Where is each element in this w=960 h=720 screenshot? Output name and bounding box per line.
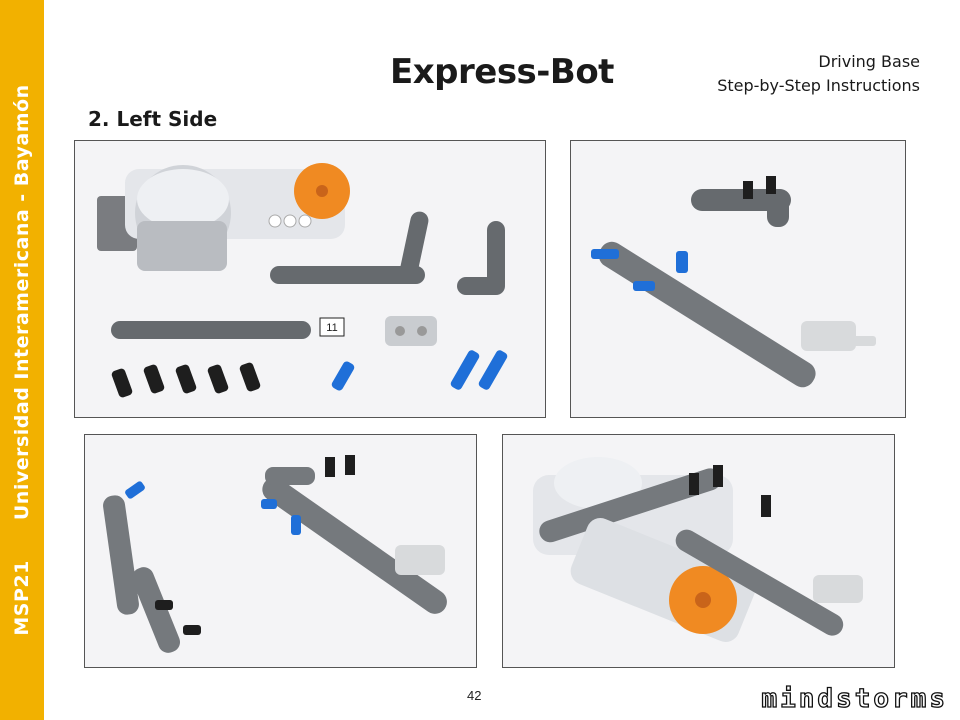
subtitle-line-1: Driving Base [818, 52, 920, 71]
black-pins-image [111, 362, 261, 398]
step-photo-parts: 11 [74, 140, 546, 418]
page-title: Express-Bot [390, 52, 614, 92]
assembly-2-illustration [103, 455, 447, 653]
mindstorms-logo: mindstorms [761, 683, 948, 714]
l-beam-image [457, 221, 505, 295]
page-subtitle: Driving Base Step-by-Step Instructions [717, 50, 920, 98]
parts-illustration: 11 [97, 163, 508, 398]
section-heading: 2. Left Side [88, 107, 218, 131]
connector-image [385, 316, 437, 346]
assembly-1-illustration [591, 176, 876, 388]
subtitle-line-2: Step-by-Step Instructions [717, 76, 920, 95]
parts-count-box [319, 317, 345, 337]
university-name: Universidad Interamericana - Bayamón [11, 84, 33, 521]
angled-beam-image [270, 211, 429, 284]
page-number: 42 [467, 688, 482, 703]
course-code: MSP21 [11, 560, 33, 636]
sidebar-text: MSP21 Universidad Interamericana - Bayamó… [11, 84, 33, 635]
servo-motor-image [97, 163, 350, 271]
step-photo-assembly-3 [502, 434, 895, 668]
step-photo-assembly-1 [570, 140, 906, 418]
long-beam-image [111, 321, 311, 339]
parts-count-label: 11 [326, 322, 337, 334]
step-photo-assembly-2 [84, 434, 477, 668]
sidebar-band: MSP21 Universidad Interamericana - Bayamó… [0, 0, 44, 720]
assembly-3-illustration [533, 457, 863, 642]
blue-pins-image [331, 350, 508, 391]
